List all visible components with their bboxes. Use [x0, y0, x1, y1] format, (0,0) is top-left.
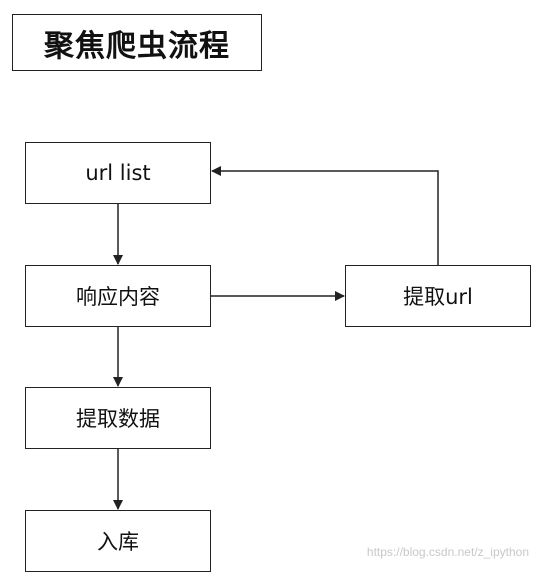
node-store: 入库: [25, 510, 211, 572]
node-url-list: url list: [25, 142, 211, 204]
node-url-list-label: url list: [85, 161, 151, 185]
node-extract-url: 提取url: [345, 265, 531, 327]
node-extract-data: 提取数据: [25, 387, 211, 449]
node-store-label: 入库: [97, 530, 139, 554]
watermark: https://blog.csdn.net/z_ipython: [366, 545, 529, 559]
node-extract-url-label: 提取url: [403, 285, 473, 309]
node-response-content: 响应内容: [25, 265, 211, 327]
edge-extract-to-urllist: [211, 166, 439, 265]
diagram-title: 聚焦爬虫流程: [12, 14, 262, 71]
node-response-content-label: 响应内容: [76, 285, 160, 309]
node-extract-data-label: 提取数据: [76, 407, 160, 431]
